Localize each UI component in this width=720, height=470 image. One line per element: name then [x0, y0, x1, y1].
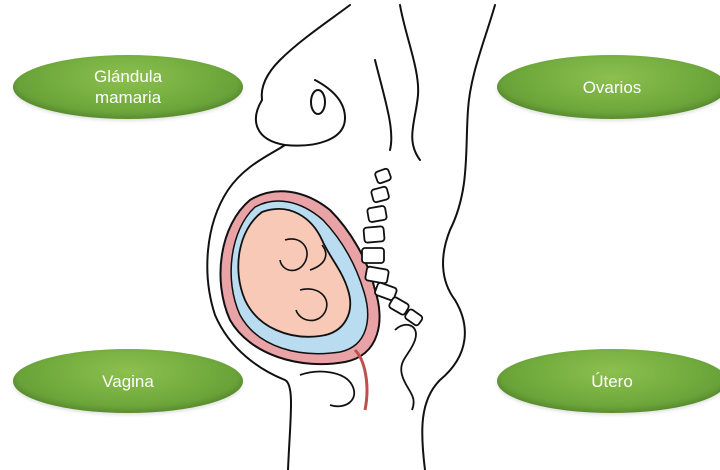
chest-outline — [262, 5, 350, 100]
breast-outline — [256, 80, 345, 146]
label-utero[interactable]: Útero — [497, 349, 720, 413]
torso-inner — [375, 60, 391, 150]
back-outline — [422, 5, 495, 470]
inner-back — [400, 5, 420, 160]
label-vagina-text: Vagina — [102, 371, 154, 392]
label-ovarios[interactable]: Ovarios — [497, 55, 720, 119]
label-glandula-mamaria[interactable]: Glándula mamaria — [13, 55, 243, 119]
label-vagina[interactable]: Vagina — [13, 349, 243, 413]
nipple — [311, 90, 325, 114]
pelvic-bone — [300, 372, 354, 407]
intestine-loop — [395, 325, 416, 410]
label-utero-text: Útero — [591, 371, 633, 392]
label-glandula-mamaria-text: Glándula mamaria — [94, 66, 162, 108]
label-ovarios-text: Ovarios — [583, 77, 642, 98]
